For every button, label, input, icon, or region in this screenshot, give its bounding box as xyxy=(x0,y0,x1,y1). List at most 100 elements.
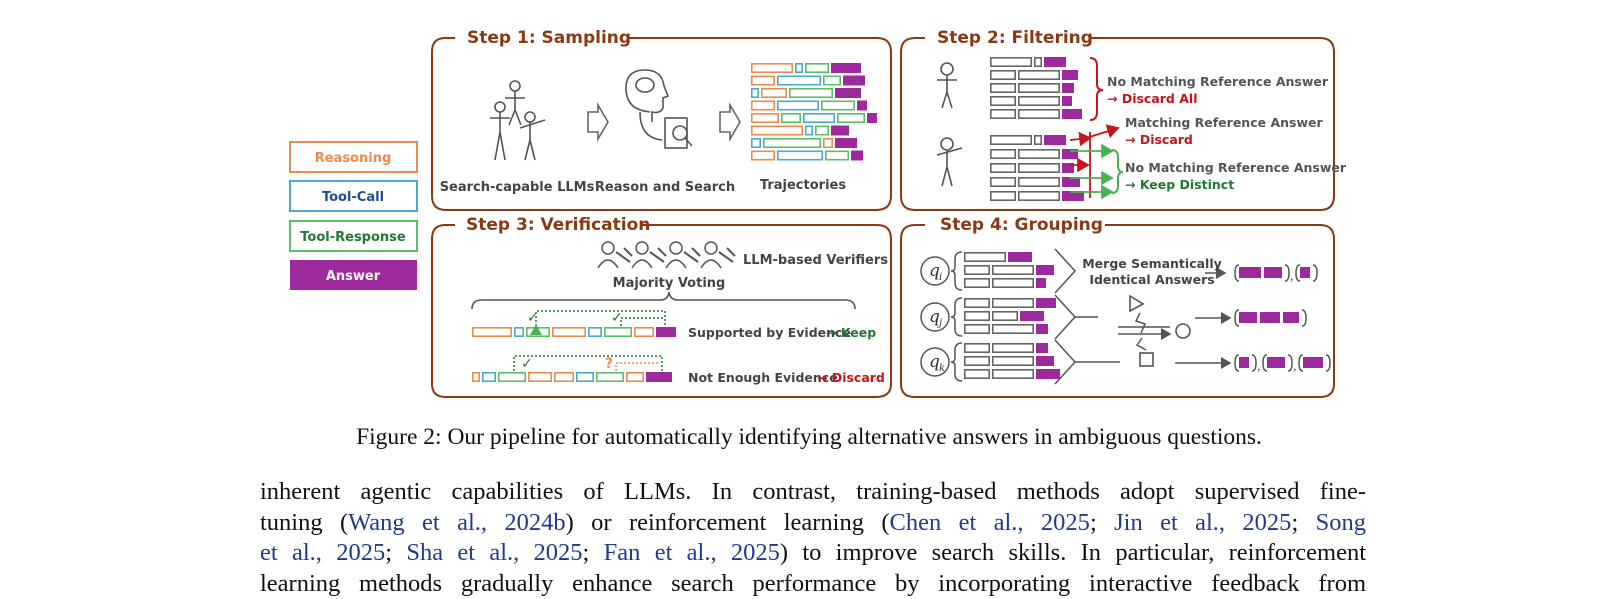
tool-call-segment xyxy=(515,328,523,336)
tool-response-segment xyxy=(826,151,848,159)
citation-wang-2024b[interactable]: Wang et al., 2024b xyxy=(348,509,566,536)
neutral-segment xyxy=(965,299,989,307)
discard-step3-text: → Discard xyxy=(817,370,885,385)
answer-segment xyxy=(1300,267,1310,278)
discard-all-text: → Discard All xyxy=(1107,91,1197,106)
body-line-1: inherent agentic capabilities of LLMs. I… xyxy=(260,477,1366,508)
check-1: ✓ xyxy=(527,310,539,326)
answer-segment xyxy=(1264,267,1282,278)
step1-arrow-1-icon xyxy=(588,105,608,139)
reasoning-segment xyxy=(752,126,802,134)
citation-song-2025-cont[interactable]: et al., 2025 xyxy=(260,539,385,566)
answer-group-paren xyxy=(1296,265,1300,281)
verifier-icons xyxy=(598,242,735,268)
brace-discard-all xyxy=(1090,58,1103,120)
answer-segment xyxy=(857,101,867,111)
citation-jin-2025[interactable]: Jin et al., 2025 xyxy=(1114,509,1291,536)
keep-distinct-text: → Keep Distinct xyxy=(1125,177,1234,192)
step1-title: Step 1: Sampling xyxy=(467,28,631,48)
discard-text: → Discard xyxy=(1125,132,1193,147)
reasoning-segment xyxy=(752,64,792,72)
answer-segment xyxy=(1283,312,1299,323)
neutral-segment xyxy=(991,192,1015,200)
verifier-head-icon xyxy=(636,242,648,254)
answer-group-paren xyxy=(1302,310,1306,326)
answer-segment xyxy=(1036,278,1046,288)
tool-response-segment xyxy=(499,373,525,381)
answer-group-paren xyxy=(1252,355,1256,371)
group-merge-bracket xyxy=(1055,249,1075,293)
tool-call-segment xyxy=(804,114,834,122)
answer-segment xyxy=(1239,267,1261,278)
answer-group-paren xyxy=(1299,355,1303,371)
tool-response-segment xyxy=(806,64,828,72)
citation-fan-2025[interactable]: Fan et al., 2025 xyxy=(604,539,780,566)
tool-response-segment xyxy=(816,126,828,134)
answer-segment xyxy=(1008,252,1032,262)
answer-segment xyxy=(1239,357,1249,368)
neutral-segment xyxy=(1019,71,1059,79)
majority-text: Majority Voting xyxy=(613,276,726,291)
tool-response-segment xyxy=(838,114,864,122)
zigzag-arrows xyxy=(1136,313,1146,350)
neutral-segment xyxy=(1019,110,1059,118)
citation-chen-2025[interactable]: Chen et al., 2025 xyxy=(890,509,1090,536)
neutral-segment xyxy=(991,150,1015,158)
trajectories-graphic xyxy=(752,63,877,161)
neutral-segment xyxy=(965,266,989,274)
answer-segment xyxy=(1303,357,1323,368)
reason-search-icon xyxy=(626,70,692,148)
body-paragraph: inherent agentic capabilities of LLMs. I… xyxy=(260,477,1366,599)
answer-group-paren xyxy=(1313,265,1317,281)
answer-segment xyxy=(1267,357,1285,368)
answer-group-paren xyxy=(1263,355,1267,371)
verifier-body-icon xyxy=(632,260,652,268)
circle-icon xyxy=(1176,324,1190,338)
neutral-segment xyxy=(965,312,989,320)
body-text-segment: ; xyxy=(1090,509,1114,536)
neutral-segment xyxy=(993,344,1033,352)
filter-figure-1-icon xyxy=(937,63,957,108)
reasoning-segment xyxy=(752,151,774,159)
match-text: Matching Reference Answer xyxy=(1125,115,1323,130)
answer-segment xyxy=(851,151,863,161)
reasoning-segment xyxy=(752,76,774,84)
citation-sha-2025[interactable]: Sha et al., 2025 xyxy=(406,539,582,566)
answer-segment xyxy=(646,372,672,382)
tool-call-segment xyxy=(577,373,593,381)
step1-label-llms: Search-capable LLMs xyxy=(440,180,595,195)
reasoning-segment xyxy=(752,114,778,122)
tool-call-segment xyxy=(589,328,601,336)
merge-text-1: Merge Semantically xyxy=(1082,256,1222,271)
verifier-body-icon xyxy=(598,260,618,268)
answer-segment xyxy=(1036,356,1054,366)
question-mark: ? xyxy=(605,356,613,372)
check-2: ✓ xyxy=(611,310,623,326)
neutral-segment xyxy=(993,266,1033,274)
neutral-segment xyxy=(965,325,989,333)
figure-caption: Figure 2: Our pipeline for automatically… xyxy=(0,423,1618,451)
brace-keep xyxy=(1112,150,1123,193)
tool-call-segment xyxy=(796,64,802,72)
body-text-segment: tuning ( xyxy=(260,509,348,536)
verifier-head-icon xyxy=(670,242,682,254)
answer-segment xyxy=(1036,324,1048,334)
answer-segment xyxy=(843,76,865,86)
neutral-segment xyxy=(993,325,1033,333)
reasoning-segment xyxy=(635,328,653,336)
answer-segment xyxy=(1239,312,1257,323)
answer-segment xyxy=(1044,57,1066,67)
neutral-segment xyxy=(965,344,989,352)
evidence-link-2 xyxy=(621,318,663,326)
neutral-segment xyxy=(1019,178,1059,186)
filter-bars-graphic xyxy=(991,57,1084,201)
answer-segment xyxy=(835,88,861,98)
gavel-icon xyxy=(684,248,700,262)
citation-song-2025[interactable]: Song xyxy=(1316,509,1366,536)
verifiers-text: LLM-based Verifiers xyxy=(743,253,888,268)
neutral-segment xyxy=(1019,192,1059,200)
body-text-segment: ; xyxy=(583,539,604,566)
tool-response-segment xyxy=(822,101,854,109)
no-match-text: No Matching Reference Answer xyxy=(1125,160,1347,175)
body-text-segment: ; xyxy=(1291,509,1315,536)
